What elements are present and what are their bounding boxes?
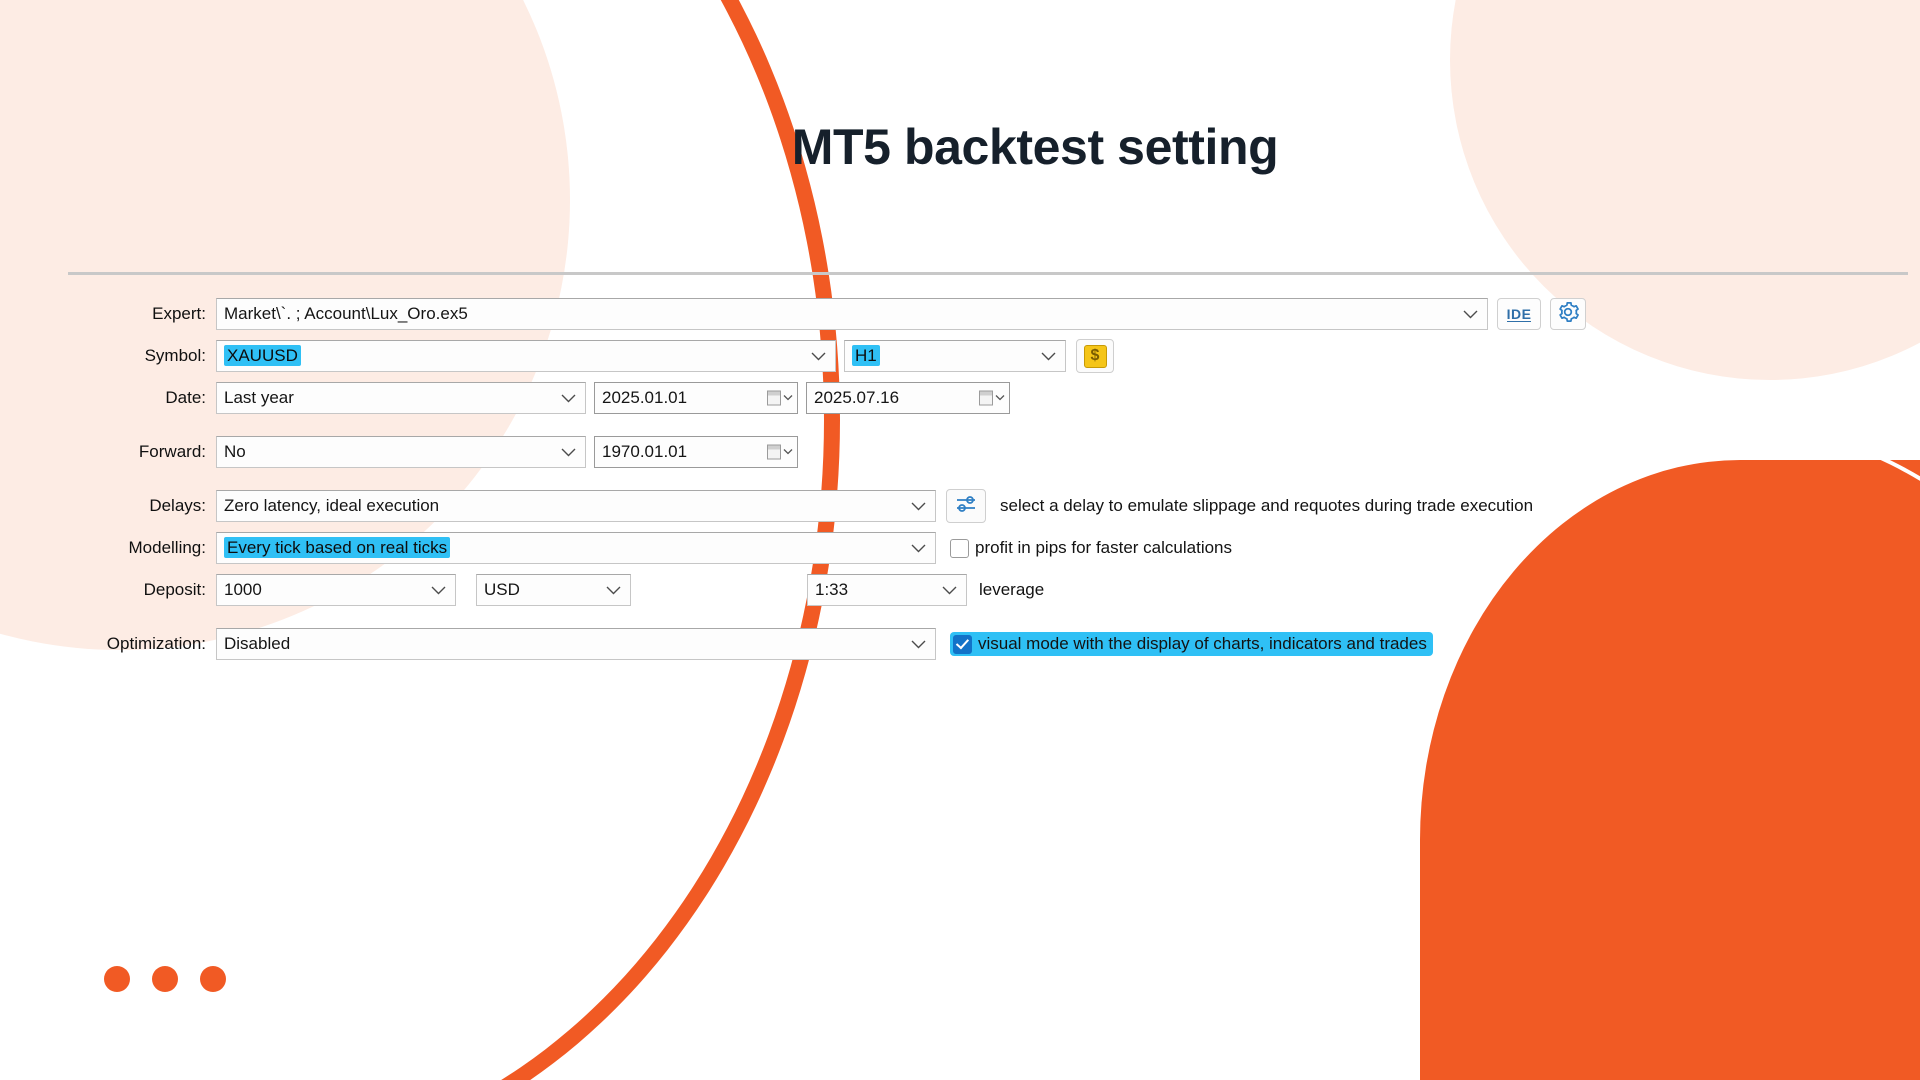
chevron-down-icon[interactable] [910,491,926,521]
mt5-settings-pane: Expert: Market\`. ; Account\Lux_Oro.ex5 … [68,272,1908,669]
modelling-value: Every tick based on real ticks [217,533,451,563]
delays-label: Delays: [149,496,206,515]
calendar-icon[interactable] [767,444,793,460]
profit-in-pips-checkbox[interactable] [950,538,969,558]
deposit-amount-value: 1000 [224,580,262,599]
visual-mode-checkbox-row[interactable]: visual mode with the display of charts, … [950,632,1433,656]
delays-combobox[interactable]: Zero latency, ideal execution [216,490,936,522]
pane-divider [68,272,1908,275]
calendar-icon[interactable] [767,390,793,406]
date-label: Date: [165,388,206,407]
row-forward: Forward: No 1970.01.01 [68,435,1908,469]
ide-button[interactable]: IDE [1497,298,1541,330]
forward-date-value: 1970.01.01 [602,442,688,461]
leverage-value: 1:33 [815,580,849,599]
row-deposit: Deposit: 1000 USD 1:33 leverage [68,573,1908,607]
optimization-label: Optimization: [106,634,206,653]
delay-settings-button[interactable] [946,489,986,523]
expert-combobox[interactable]: Market\`. ; Account\Lux_Oro.ex5 [216,298,1488,330]
profit-in-pips-label: profit in pips for faster calculations [975,538,1233,557]
dot-3 [200,966,226,992]
leverage-label: leverage [979,580,1045,599]
visual-mode-checkbox[interactable] [953,634,972,654]
modelling-value-text: Every tick based on real ticks [224,537,451,558]
delays-hint: select a delay to emulate slippage and r… [1000,496,1534,515]
chevron-down-icon[interactable] [941,575,957,605]
forward-value: No [224,442,246,461]
row-optimization: Optimization: Disabled visual mode with … [68,627,1908,661]
chevron-down-icon[interactable] [1462,299,1478,329]
row-date: Date: Last year 2025.01.01 2025.07.16 [68,381,1908,415]
symbol-label: Symbol: [144,346,206,365]
chevron-down-icon[interactable] [560,437,576,467]
ide-button-label: IDE [1506,305,1532,322]
chevron-down-icon[interactable] [560,383,576,413]
deposit-amount-combobox[interactable]: 1000 [216,574,456,606]
chevron-down-icon[interactable] [910,629,926,659]
forward-combobox[interactable]: No [216,436,586,468]
profit-in-pips-checkbox-row[interactable]: profit in pips for faster calculations [950,538,1232,558]
chevron-down-icon[interactable] [1040,341,1056,371]
slider-icon [954,493,978,520]
timeframe-value-text: H1 [852,345,880,366]
symbol-combobox[interactable]: XAUUSD [216,340,836,372]
date-from-value: 2025.01.01 [602,388,688,407]
forward-label: Forward: [138,442,206,461]
chevron-down-icon[interactable] [430,575,446,605]
symbol-value-text: XAUUSD [224,345,301,366]
leverage-combobox[interactable]: 1:33 [807,574,967,606]
timeframe-combobox[interactable]: H1 [844,340,1066,372]
row-modelling: Modelling: Every tick based on real tick… [68,531,1908,565]
symbol-properties-button[interactable]: $ [1076,339,1114,373]
date-to-value: 2025.07.16 [814,388,900,407]
optimization-combobox[interactable]: Disabled [216,628,936,660]
chevron-down-icon[interactable] [605,575,621,605]
symbol-value: XAUUSD [217,341,301,371]
decorative-dots [104,966,226,992]
chevron-down-icon[interactable] [810,341,826,371]
row-delays: Delays: Zero latency, ideal execution [68,489,1908,523]
expert-label: Expert: [152,304,206,323]
timeframe-value: H1 [845,341,880,371]
deposit-currency-value: USD [484,580,520,599]
modelling-label: Modelling: [128,538,207,557]
chevron-down-icon[interactable] [910,533,926,563]
date-from-field[interactable]: 2025.01.01 [594,382,798,414]
expert-value: Market\`. ; Account\Lux_Oro.ex5 [224,304,468,323]
page-title: MT5 backtest setting [791,119,1279,175]
date-range-value: Last year [224,388,294,407]
calendar-icon[interactable] [979,390,1005,406]
date-range-combobox[interactable]: Last year [216,382,586,414]
row-symbol: Symbol: XAUUSD H1 $ [68,339,1908,373]
expert-settings-button[interactable] [1550,298,1586,330]
modelling-combobox[interactable]: Every tick based on real ticks [216,532,936,564]
deposit-label: Deposit: [143,580,206,599]
deposit-currency-combobox[interactable]: USD [476,574,631,606]
forward-date-field[interactable]: 1970.01.01 [594,436,798,468]
dollar-icon: $ [1083,344,1107,368]
row-expert: Expert: Market\`. ; Account\Lux_Oro.ex5 … [68,297,1908,331]
visual-mode-label: visual mode with the display of charts, … [978,634,1427,653]
gear-icon [1557,301,1579,328]
optimization-value: Disabled [224,634,291,653]
dot-1 [104,966,130,992]
dot-2 [152,966,178,992]
date-to-field[interactable]: 2025.07.16 [806,382,1010,414]
delays-value: Zero latency, ideal execution [224,496,440,515]
